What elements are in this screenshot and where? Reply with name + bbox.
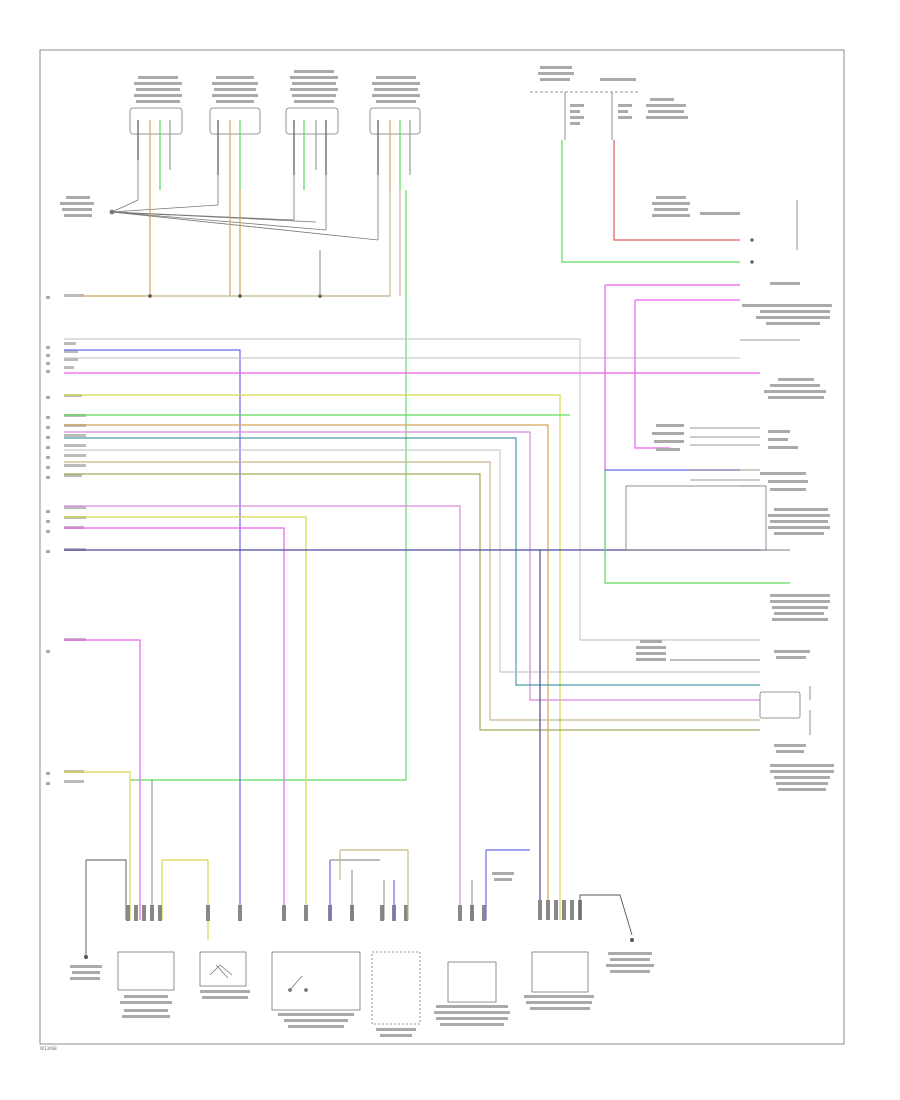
connector-sensor-2 [209, 107, 261, 135]
bottom-connector-pins [126, 900, 582, 921]
component-box-4 [371, 951, 421, 1025]
wire-green-long [130, 190, 407, 781]
ground-point-left [84, 955, 88, 959]
bottom-stub-wires [329, 849, 633, 936]
right-side-labels [636, 282, 834, 791]
top-sensor-connectors [129, 107, 421, 135]
bottom-components [117, 951, 589, 1025]
diagram-code: W13068 [40, 1046, 57, 1051]
connector-sensor-1 [129, 107, 183, 135]
ground-splice-lines [109, 160, 379, 241]
right-sensor-box [759, 686, 811, 735]
ground-splice-label [60, 196, 94, 217]
diagram-frame [39, 49, 845, 1045]
component-box-6 [531, 951, 589, 993]
sensor-pin-stubs [137, 120, 411, 190]
component-box-2 [199, 951, 247, 987]
component-box-3 [271, 951, 361, 1011]
bottom-component-labels [70, 872, 654, 1037]
left-pin-labels [46, 296, 50, 785]
sensor-signal-bus [64, 190, 401, 298]
component-box-1 [117, 951, 175, 991]
top-sensor-labels [134, 70, 420, 103]
bottom-left-wiring [64, 639, 209, 955]
component-box-5 [447, 961, 497, 1003]
switch-symbols [209, 964, 308, 992]
connector-sensor-3 [285, 107, 339, 135]
main-harness [64, 338, 760, 920]
connector-sensor-4 [369, 107, 421, 135]
left-wire-color-codes [64, 294, 86, 783]
top-right-module [530, 66, 798, 264]
ground-point-right [630, 938, 634, 942]
